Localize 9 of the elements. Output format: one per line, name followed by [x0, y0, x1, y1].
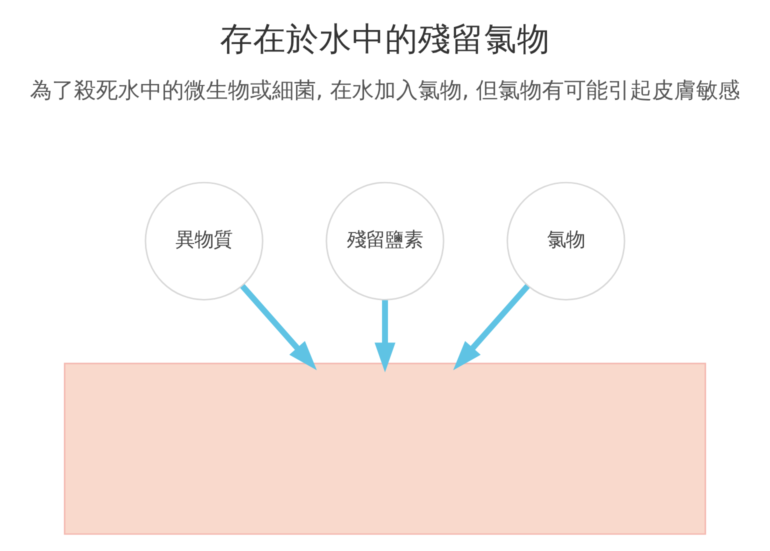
node-circle: 氯物 — [506, 181, 626, 300]
diagram-title: 存在於水中的殘留氯物 — [220, 19, 550, 58]
arrow — [374, 300, 396, 372]
node-circle: 殘留鹽素 — [326, 181, 444, 300]
label: 為了殺死水中的微生物或細菌, 在水加入氯物, 但氯物有可能引起皮膚敏感 — [30, 76, 740, 103]
node-box — [64, 362, 706, 534]
node-circle: 異物質 — [144, 181, 264, 300]
arrow — [240, 284, 317, 370]
arrow — [453, 284, 530, 370]
